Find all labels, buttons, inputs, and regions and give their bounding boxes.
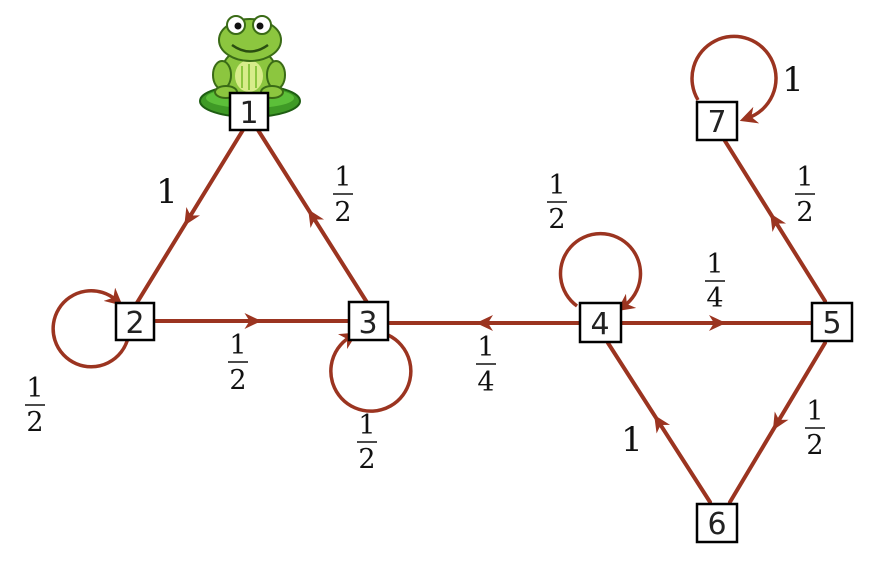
edge-1-to-2-arrow xyxy=(184,206,201,226)
svg-text:1: 1 xyxy=(334,162,351,193)
node-1-label: 1 xyxy=(239,96,258,131)
svg-text:2: 2 xyxy=(358,444,375,475)
weight-edge-5-to-7: 1 2 xyxy=(795,162,815,228)
node-5: 5 xyxy=(810,301,854,343)
svg-text:2: 2 xyxy=(229,365,246,396)
node-3-label: 3 xyxy=(358,306,377,341)
svg-text:1: 1 xyxy=(477,332,494,363)
edge-5-to-6-arrow xyxy=(772,411,789,431)
node-2-label: 2 xyxy=(125,306,144,341)
node-1: 1 xyxy=(228,91,270,132)
weight-edge-6-to-4: 1 xyxy=(621,420,643,460)
weight-loop-2: 1 2 xyxy=(25,373,45,438)
svg-text:1: 1 xyxy=(26,373,43,404)
node-7-label: 7 xyxy=(707,105,726,140)
loop-node-3 xyxy=(329,332,413,413)
svg-text:1: 1 xyxy=(706,249,723,280)
loop-node-2 xyxy=(51,287,130,369)
svg-text:2: 2 xyxy=(26,407,43,438)
svg-text:4: 4 xyxy=(706,283,723,314)
svg-text:2: 2 xyxy=(334,197,351,228)
weight-loop-7: 1 xyxy=(782,60,804,100)
weight-edge-2-to-3: 1 2 xyxy=(228,330,248,396)
node-4-label: 4 xyxy=(590,307,609,342)
edge-arrows xyxy=(184,206,789,434)
node-3: 3 xyxy=(347,300,390,342)
svg-text:1: 1 xyxy=(229,330,246,361)
loop-node-7 xyxy=(690,34,778,124)
edge-5-to-7-arrow xyxy=(770,213,787,233)
node-4: 4 xyxy=(578,301,623,344)
edge-2-to-3-arrow xyxy=(244,313,262,329)
edges xyxy=(133,128,827,504)
node-5-label: 5 xyxy=(822,306,841,341)
node-2: 2 xyxy=(114,301,156,342)
weight-loop-4: 1 2 xyxy=(547,170,567,235)
loop-node-4 xyxy=(558,231,643,312)
svg-text:1: 1 xyxy=(358,410,375,441)
svg-text:1: 1 xyxy=(806,396,823,427)
svg-text:1: 1 xyxy=(548,170,565,201)
edge-4-to-3-arrow xyxy=(476,315,493,331)
node-6-label: 6 xyxy=(707,507,726,542)
svg-text:4: 4 xyxy=(477,367,494,398)
node-7: 7 xyxy=(695,100,739,142)
weight-edge-3-to-1: 1 2 xyxy=(333,162,353,228)
weight-loop-3: 1 2 xyxy=(357,410,377,475)
edge-weight-labels: 1 1 2 1 2 1 4 1 4 1 2 1 2 xyxy=(25,60,825,475)
edge-6-to-4-arrow xyxy=(654,414,671,434)
svg-text:2: 2 xyxy=(806,430,823,461)
weight-edge-4-to-3: 1 4 xyxy=(476,332,496,398)
weight-edge-5-to-6: 1 2 xyxy=(805,396,825,461)
frog-on-lily-pad-icon xyxy=(199,15,301,118)
svg-text:1: 1 xyxy=(796,162,813,193)
edge-3-to-1-arrow xyxy=(308,209,325,229)
node-6: 6 xyxy=(695,502,739,544)
weight-edge-1-to-2: 1 xyxy=(156,172,178,212)
weight-edge-4-to-5: 1 4 xyxy=(705,249,725,314)
self-loops xyxy=(51,34,778,413)
edge-4-to-5-arrow xyxy=(709,315,726,331)
svg-text:2: 2 xyxy=(796,197,813,228)
svg-text:2: 2 xyxy=(548,204,565,235)
